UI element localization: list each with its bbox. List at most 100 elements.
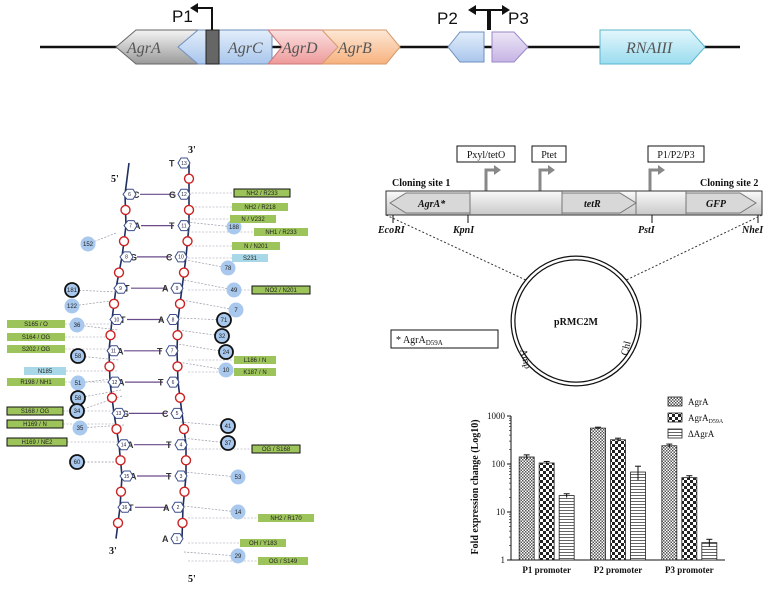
base-left: C xyxy=(133,190,140,200)
nucleotide-number-left: 16 xyxy=(122,505,128,511)
water-molecule xyxy=(218,344,234,360)
nucleotide-number-left: 10 xyxy=(114,317,120,323)
agrd-label: AgrD xyxy=(281,40,318,57)
hbond-line xyxy=(183,279,235,291)
pxyl-teto-box xyxy=(456,145,516,163)
rnaiii-gene-arrow xyxy=(599,29,706,65)
water-molecule xyxy=(226,282,242,298)
sugar-right xyxy=(166,314,180,325)
phosphate-node xyxy=(183,204,195,216)
pxyl-arrow xyxy=(484,168,496,196)
sugar-right xyxy=(177,157,191,169)
base-right: T xyxy=(158,378,164,388)
p2-arrow-stem xyxy=(474,9,489,30)
bar-check xyxy=(681,477,698,561)
phosphate-node xyxy=(118,236,130,247)
sugar-left xyxy=(113,282,128,294)
nucleotide-number-right: 10 xyxy=(178,255,184,261)
nucleotide-number-right: 9 xyxy=(176,286,179,292)
water-id: 122 xyxy=(67,304,78,310)
chl-marker-label: Chl xyxy=(619,340,633,357)
phosphate-node xyxy=(182,236,193,247)
residue-contact-box xyxy=(232,254,268,262)
dna-end-bottom-right: 5' xyxy=(188,574,196,585)
p3-label: P3 xyxy=(508,9,529,28)
ptet-box xyxy=(531,145,567,163)
water-molecule xyxy=(218,362,234,378)
base-left: G xyxy=(122,409,129,419)
residue-contact-box xyxy=(24,367,66,375)
phosphate-node xyxy=(112,517,124,529)
water-id: 32 xyxy=(219,334,226,340)
base-left: A xyxy=(134,221,141,231)
water-molecule xyxy=(230,469,246,485)
residue-contact-label: NH2 / R218 xyxy=(244,205,276,211)
water-id: 7 xyxy=(234,308,238,314)
base-left: A xyxy=(127,440,134,450)
psti-site-label: PstI xyxy=(638,225,656,236)
phosphate-node xyxy=(178,423,190,435)
base-right: T xyxy=(169,159,175,169)
phosphate-node xyxy=(106,392,118,403)
residue-contact-box xyxy=(233,188,291,198)
base-left: A xyxy=(130,472,137,482)
bar-hatch xyxy=(590,427,606,561)
residue-contact-label: H169 / NE2 xyxy=(21,440,53,446)
rnaiii-label: RNAIII xyxy=(625,40,673,57)
water-molecule xyxy=(228,302,244,318)
water-molecule xyxy=(69,317,85,333)
legend-label: ΔAgrA xyxy=(688,429,715,439)
water-id: 41 xyxy=(225,424,232,430)
cloning-site-1-label: Cloning site 1 xyxy=(392,178,450,189)
p1-promoter-block xyxy=(205,29,220,65)
p2-arrowhead xyxy=(468,5,476,15)
nucleotide-number-right: 11 xyxy=(181,223,186,229)
mutation-note-box xyxy=(390,329,499,349)
right-backbone xyxy=(176,163,190,539)
nucleotide-number-right: 1 xyxy=(176,536,179,542)
phosphate-node xyxy=(115,455,126,466)
p1p2p3-label: P1/P2/P3 xyxy=(657,150,694,161)
residue-contact-label: OG / S168 xyxy=(262,447,291,453)
nucleotide-number-left: 6 xyxy=(128,192,131,198)
bar-lines xyxy=(630,471,646,561)
water-id: 58 xyxy=(75,354,82,360)
amp-marker-label: Amp xyxy=(517,348,533,370)
phosphate-node xyxy=(120,204,131,216)
sugar-left xyxy=(111,407,126,419)
pxyl-teto-label: Pxyl/tetO xyxy=(467,150,505,161)
sugar-right xyxy=(165,345,179,357)
nucleotide-number-left: 7 xyxy=(129,223,132,229)
base-right: C xyxy=(162,409,169,419)
water-id: 188 xyxy=(229,225,240,231)
dna-contact-map: 3' 5' 3' 5' T13C6G12A7T11G8C10T9A9T10A8A… xyxy=(6,145,314,585)
gfp-label: GFP xyxy=(706,199,727,210)
p1p2p3-arrow xyxy=(648,168,660,196)
sugar-left xyxy=(107,376,122,388)
kpni-site-label: KpnI xyxy=(452,225,475,236)
nucleotide-number-right: 13 xyxy=(181,161,187,167)
sugar-left xyxy=(122,188,137,200)
agrb-label: AgrB xyxy=(337,40,372,57)
residue-contact-box xyxy=(7,320,65,328)
agra-label: AgrA xyxy=(126,40,161,57)
base-right: A xyxy=(162,284,169,294)
nucleotide-number-left: 15 xyxy=(124,474,130,480)
residue-contact-label: S231 xyxy=(243,256,258,262)
sugar-right xyxy=(174,251,188,263)
agrc-label: AgrC xyxy=(227,40,263,57)
water-id: 58 xyxy=(75,396,82,402)
nucleotide-number-left: 13 xyxy=(116,411,122,417)
water-id: 29 xyxy=(235,554,242,560)
water-molecule xyxy=(220,435,236,451)
y-tick-label: 100 xyxy=(492,459,506,469)
water-id: 36 xyxy=(74,323,81,329)
residue-contact-label: NH1 / R233 xyxy=(265,230,297,236)
dna-end-top-left: 5' xyxy=(111,174,119,185)
base-right: A xyxy=(162,534,169,544)
plasmid-map: Pxyl/tetO Ptet P1/P2/P3 AgrA* tetR GFP C… xyxy=(377,145,764,387)
y-tick-label: 10 xyxy=(496,507,506,517)
x-category-label: P3 promoter xyxy=(665,565,714,575)
residue-contact-label: H169 / N xyxy=(23,422,47,428)
